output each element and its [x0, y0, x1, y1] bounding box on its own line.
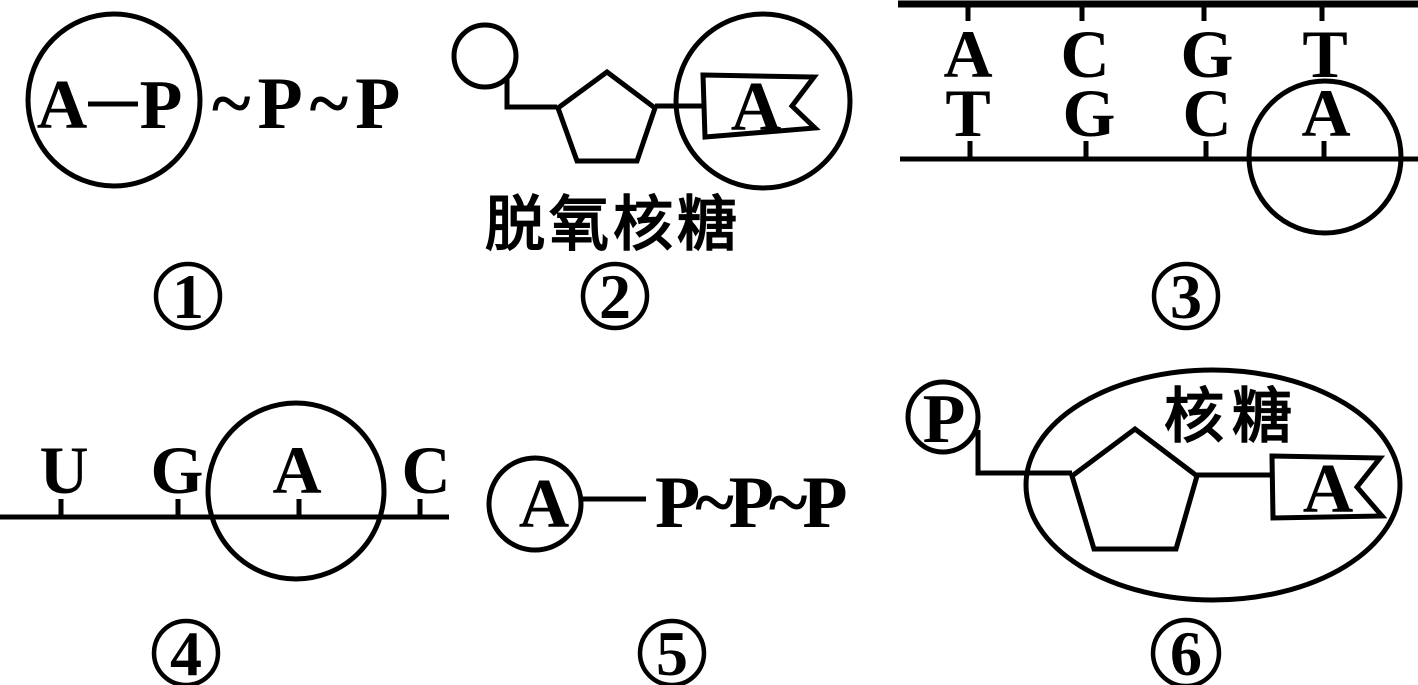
number-badge-6: 6	[1150, 617, 1222, 685]
base-a-label: A	[37, 67, 88, 144]
number-badge-digit: 4	[170, 618, 202, 685]
atp-abbrev-structure-1: A P ~P~P 1	[25, 11, 407, 332]
base-a-label: A	[1303, 451, 1354, 528]
number-badge-digit: 6	[1170, 618, 1202, 685]
rna-base-label: C	[401, 432, 450, 508]
number-badge-5: 5	[637, 618, 707, 685]
number-badge-circle	[580, 261, 650, 331]
base-highlight-circle	[1246, 78, 1404, 236]
top-base-label: C	[1060, 16, 1109, 92]
base-a-label: A	[519, 466, 570, 543]
bottom-base-label: T	[945, 75, 990, 151]
phosphate-sugar-connector-line	[975, 430, 1072, 476]
deoxyribose-pentagon	[555, 68, 658, 164]
ribose-label: 核糖	[1164, 382, 1300, 452]
high-energy-phosphate-tail-label: ~P~P	[212, 63, 407, 145]
number-badge-digit: 1	[172, 261, 204, 332]
number-badge-3: 3	[1151, 261, 1221, 332]
bottom-base-label: C	[1182, 75, 1231, 151]
rna-base-label: G	[151, 432, 204, 508]
base-flag	[700, 72, 821, 140]
deoxyribose-label: 脱氧核糖	[485, 190, 741, 260]
number-badge-circle	[153, 261, 223, 331]
rna-segment-structure-4: U G A C 4	[0, 400, 451, 685]
number-badge-circle	[637, 618, 707, 685]
dna-segment-structure-3: A C G T T G C A 3	[898, 0, 1418, 332]
phosphate-sugar-connector-line	[504, 78, 557, 110]
ribose-highlight-ellipse	[1023, 367, 1403, 603]
bottom-base-label: A	[1301, 75, 1350, 151]
number-badge-2: 2	[580, 261, 650, 332]
top-base-label: A	[943, 16, 992, 92]
phosphate-chain-label: P~P~P	[655, 462, 846, 544]
bottom-base-label: G	[1063, 75, 1116, 151]
atp-structure-5: A P~P~P 5	[486, 455, 851, 685]
ribose-pentagon	[1069, 425, 1200, 552]
number-badge-digit: 3	[1170, 261, 1202, 332]
rna-base-label: U	[39, 432, 88, 508]
base-a-label: A	[731, 69, 782, 146]
number-badge-digit: 5	[656, 618, 688, 685]
base-highlight-circle	[673, 11, 853, 191]
phosphate-label: P	[923, 381, 966, 458]
number-badge-circle	[151, 618, 221, 685]
base-highlight-circle	[205, 400, 387, 582]
number-badge-circle	[1151, 261, 1221, 331]
number-badge-circle	[1150, 617, 1222, 685]
adenosine-phosphate-highlight-circle	[25, 11, 203, 189]
adenosine-highlight-circle	[486, 455, 584, 553]
ribonucleotide-structure-6: P A 核糖 6	[905, 367, 1403, 685]
number-badge-1: 1	[153, 261, 223, 332]
top-base-label: G	[1181, 16, 1234, 92]
number-badge-digit: 2	[599, 261, 631, 332]
base-flag	[1269, 453, 1388, 521]
number-badge-4: 4	[151, 618, 221, 685]
phosphate-circle	[905, 379, 981, 455]
phosphate-circle	[451, 22, 519, 90]
rna-base-label: A	[272, 432, 321, 508]
deoxyribonucleotide-structure-2: A 脱氧核糖 2	[451, 11, 853, 332]
phosphate-label: P	[140, 67, 183, 144]
